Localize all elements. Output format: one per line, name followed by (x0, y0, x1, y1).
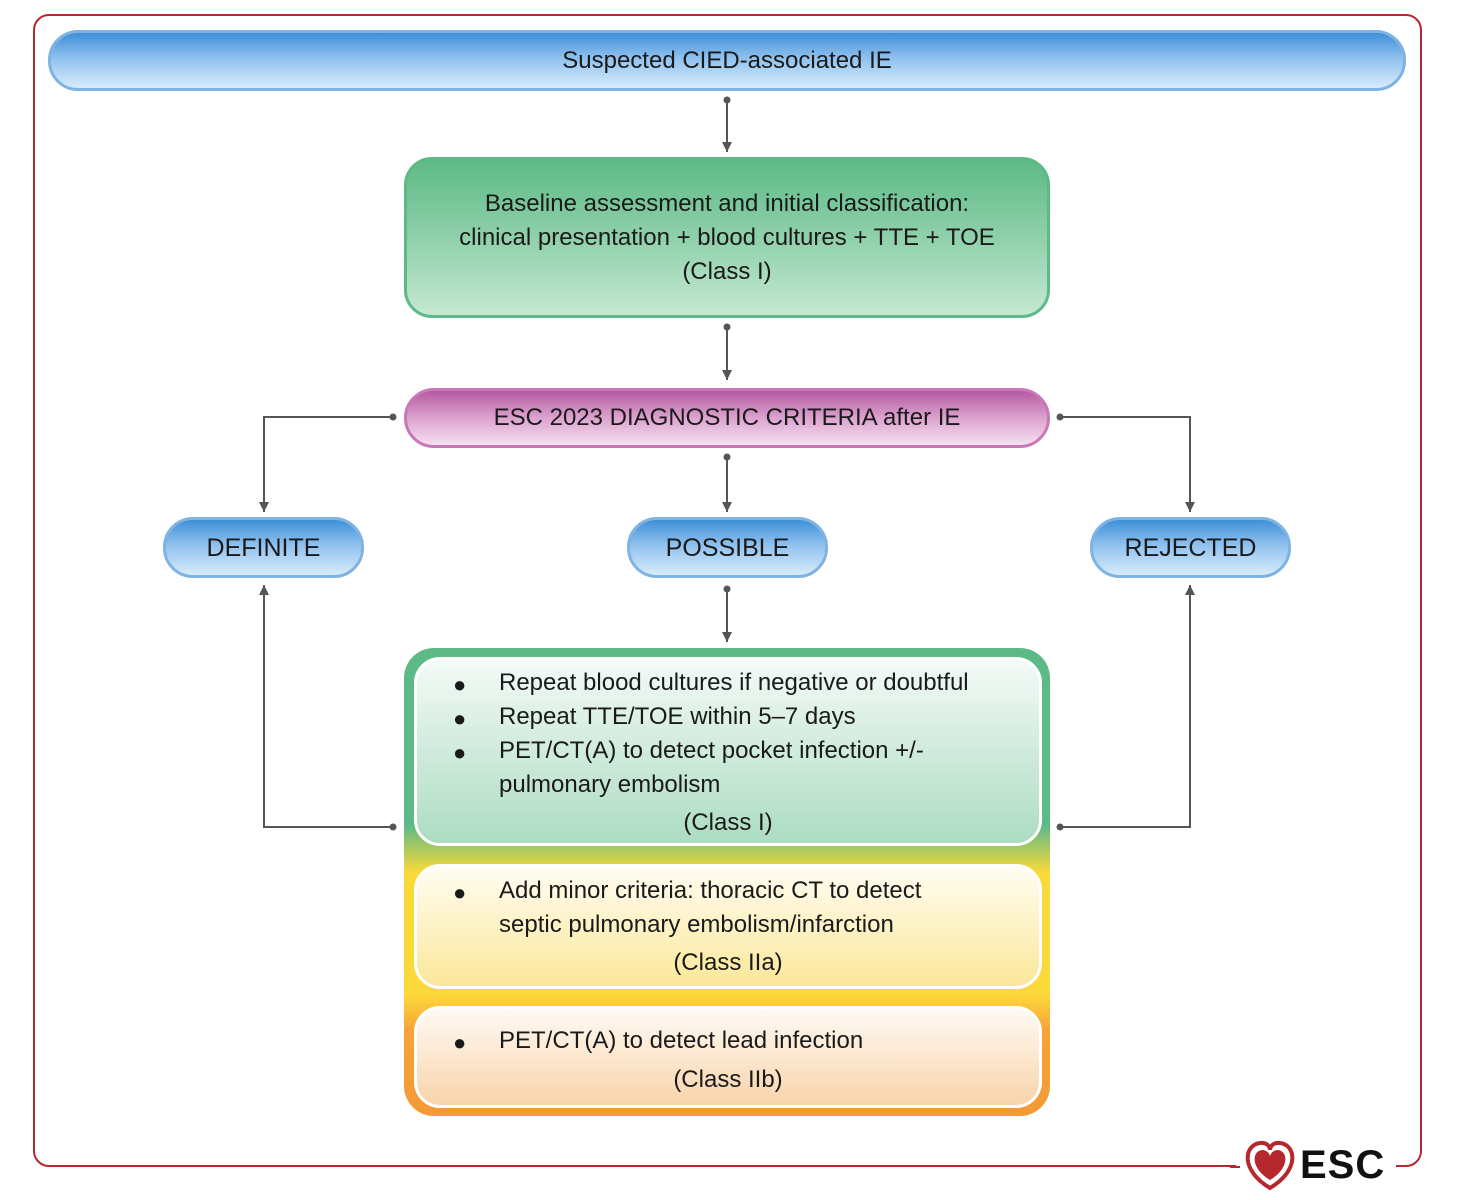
bullet: ● (453, 1030, 467, 1055)
suspected-ie-box: Suspected CIED-associated IE (48, 30, 1406, 91)
outcome-rejected: REJECTED (1090, 517, 1291, 578)
baseline-assessment-box: Baseline assessment and initial classifi… (404, 157, 1050, 318)
outcome-possible: POSSIBLE (627, 517, 828, 578)
class-iib-steps: ●PET/CT(A) to detect lead infection (Cla… (414, 1006, 1042, 1108)
arrow-steps-to-rejected (1060, 585, 1195, 828)
bullet: ● (453, 706, 467, 731)
outer-frame (33, 14, 1422, 1167)
bullet: ● (453, 672, 467, 697)
arrow-criteria-to-definite (259, 416, 393, 512)
arrow-criteria-to-rejected (1060, 416, 1195, 512)
outcome-definite: DEFINITE (163, 517, 364, 578)
bullet: ● (453, 740, 467, 765)
class-i-steps: ●Repeat blood cultures if negative or do… (414, 657, 1042, 846)
esc-logo: ESC (1300, 1143, 1386, 1187)
heart-icon (1245, 1140, 1295, 1191)
bullet: ● (453, 880, 467, 905)
arrow-steps-to-definite (259, 585, 393, 828)
diagnostic-criteria-box: ESC 2023 DIAGNOSTIC CRITERIA after IE (404, 388, 1050, 448)
class-iia-steps: ●Add minor criteria: thoracic CT to dete… (414, 864, 1042, 989)
